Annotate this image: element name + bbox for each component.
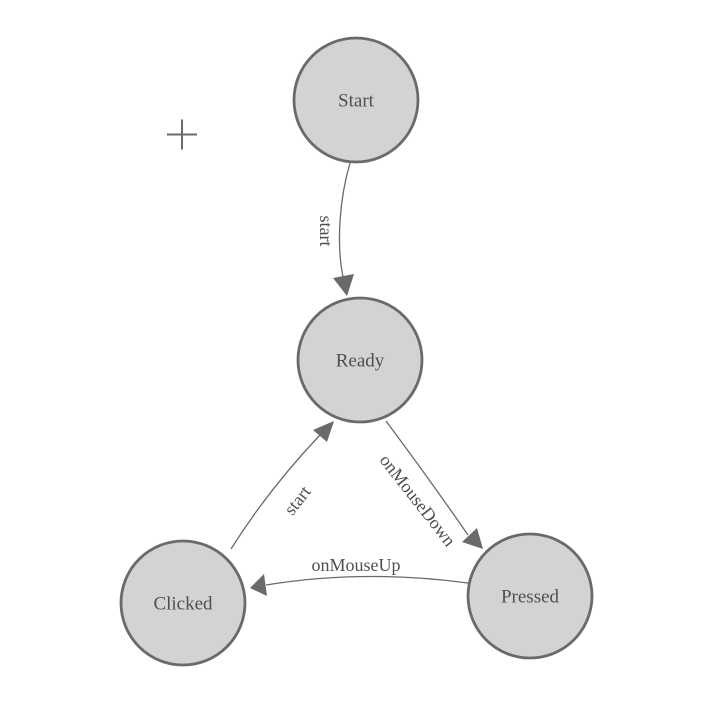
arrowhead-icon xyxy=(462,528,483,549)
state-label: Clicked xyxy=(153,594,213,615)
transition-line[interactable] xyxy=(338,162,351,278)
arrowhead-icon xyxy=(333,274,354,296)
state-circle[interactable] xyxy=(292,36,420,164)
state-node-pressed[interactable]: Pressed xyxy=(466,532,594,660)
transition-clicked-to-ready[interactable]: start xyxy=(230,421,334,550)
transition-label: start xyxy=(316,216,336,247)
transition-label: start xyxy=(280,482,315,519)
state-label: Start xyxy=(338,91,375,112)
state-circle[interactable] xyxy=(466,532,594,660)
state-node-ready[interactable]: Ready xyxy=(296,296,424,424)
transition-ready-to-pressed[interactable]: onMouseDown xyxy=(376,420,483,550)
state-node-start[interactable]: Start xyxy=(292,36,420,164)
transition-label: onMouseUp xyxy=(312,555,401,575)
transition-pressed-to-clicked[interactable]: onMouseUp xyxy=(250,555,469,596)
transition-line[interactable] xyxy=(385,420,469,536)
transition-label: onMouseDown xyxy=(376,450,460,550)
state-node-clicked[interactable]: Clicked xyxy=(119,539,247,667)
transition-line[interactable] xyxy=(230,434,321,550)
transition-line[interactable] xyxy=(265,575,469,586)
arrowhead-icon xyxy=(250,574,267,596)
transition-start-to-ready[interactable]: start xyxy=(316,162,354,296)
state-label: Pressed xyxy=(501,587,560,608)
state-label: Ready xyxy=(336,351,385,372)
crosshair-icon xyxy=(167,119,197,150)
state-circle[interactable] xyxy=(296,296,424,424)
arrowhead-icon xyxy=(313,421,334,442)
state-circle[interactable] xyxy=(119,539,247,667)
